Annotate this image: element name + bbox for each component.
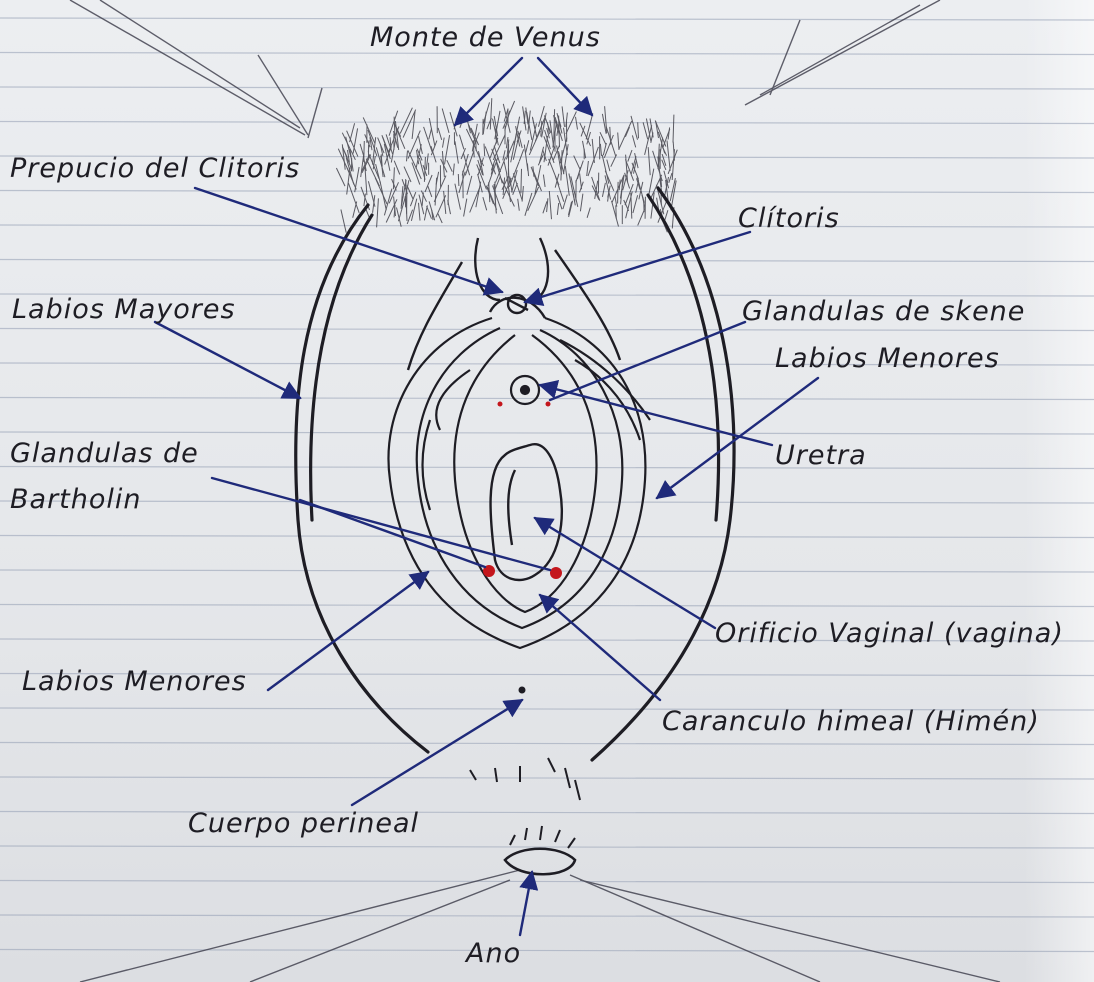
label-clitoris: Clítoris	[738, 203, 840, 234]
label-glandulas-de-bartholin-1: Glandulas de	[10, 438, 199, 469]
labia-minora-outline	[388, 318, 650, 648]
label-monte-de-venus: Monte de Venus	[370, 22, 601, 53]
label-caranculo-himeal: Caranculo himeal (Himén)	[662, 706, 1040, 737]
clitoris-drawing	[408, 238, 620, 370]
label-uretra: Uretra	[775, 440, 867, 471]
label-prepucio-del-clitoris: Prepucio del Clitoris	[10, 153, 300, 184]
label-labios-mayores: Labios Mayores	[12, 294, 236, 325]
label-labios-menores-right: Labios Menores	[775, 343, 1000, 374]
label-glandulas-de-skene: Glandulas de skene	[742, 296, 1025, 327]
label-glandulas-de-bartholin-2: Bartholin	[10, 484, 142, 515]
label-ano: Ano	[466, 938, 521, 969]
perineum-anus-drawing	[470, 688, 580, 875]
mons-pubis-hair	[336, 98, 677, 232]
label-labios-menores-left: Labios Menores	[22, 666, 247, 697]
label-orificio-vaginal: Orificio Vaginal (vagina)	[715, 618, 1064, 649]
vaginal-orifice-drawing	[491, 444, 562, 580]
urethra-drawing	[511, 376, 539, 404]
label-cuerpo-perineal: Cuerpo perineal	[188, 808, 419, 839]
